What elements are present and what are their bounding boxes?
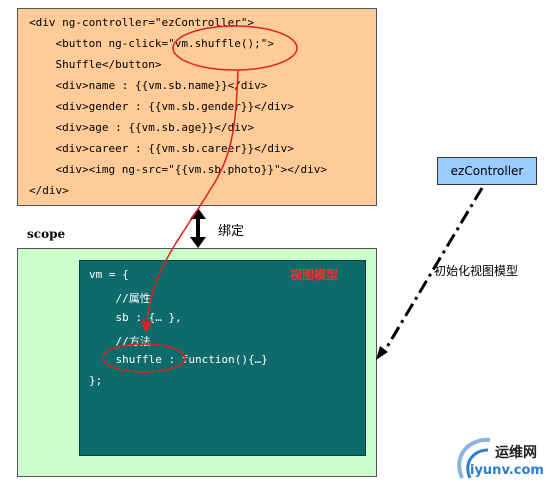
template-line-8: <div><img ng-src="{{vm.sb.photo}}"></div… [29, 163, 328, 176]
template-code: <div ng-controller="ezController"> <butt… [29, 12, 369, 202]
click-to-shuffle-connector [140, 69, 239, 333]
template-line-3: Shuffle</button> [29, 58, 162, 71]
controller-box: ezController [437, 157, 537, 185]
binding-double-arrow [190, 208, 206, 248]
controller-label: ezController [450, 164, 524, 178]
init-view-model-label: 初始化视图模型 [434, 264, 519, 278]
view-model-title: 视图模型 [290, 268, 339, 282]
controller-to-scope-arrow [376, 187, 484, 360]
binding-label: 绑定 [218, 224, 245, 239]
view-model-box [79, 260, 366, 456]
template-line-4: <div>name : {{vm.sb.name}}</div> [29, 79, 268, 92]
vm-line-1: vm = { [89, 268, 129, 281]
scope-label: scope [27, 227, 66, 241]
vm-line-3: sb : {… }, [89, 311, 182, 324]
template-box [17, 8, 377, 206]
highlight-ellipse-click [172, 25, 298, 71]
vm-line-6: }; [89, 374, 103, 387]
template-line-1: <div ng-controller="ezController"> [29, 16, 255, 29]
template-line-7: <div>career : {{vm.sb.career}}</div> [29, 142, 294, 155]
vm-line-2: //属性 [89, 292, 151, 305]
vm-line-5: shuffle : function(){…} [89, 353, 268, 366]
watermark-cn: 运维网 [495, 445, 537, 461]
watermark-en: iyunv.com [470, 463, 544, 478]
template-line-5: <div>gender : {{vm.sb.gender}}</div> [29, 100, 294, 113]
template-line-6: <div>age : {{vm.sb.age}}</div> [29, 121, 255, 134]
template-line-9: </div> [29, 184, 69, 197]
template-line-2: <button ng-click="vm.shuffle();"> [29, 37, 275, 50]
highlight-ellipse-shuffle [102, 343, 186, 373]
watermark-logo [457, 437, 491, 479]
